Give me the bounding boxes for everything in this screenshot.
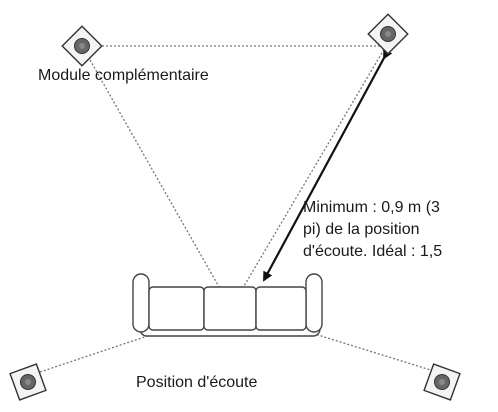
- couch-seat-left: [148, 286, 205, 331]
- couch-seat-middle: [203, 286, 257, 331]
- speaker-icon: [423, 363, 461, 401]
- speaker-icon: [61, 25, 103, 67]
- couch-icon: [132, 273, 323, 337]
- module-label: Module complémentaire: [38, 67, 209, 84]
- distance-annotation: Minimum : 0,9 m (3 pi) de la position d'…: [303, 197, 498, 263]
- listening-position-label: Position d'écoute: [136, 374, 258, 391]
- distance-line-2: pi) de la position: [303, 221, 420, 238]
- speaker-icon: [367, 13, 409, 55]
- distance-double-arrow: [263, 48, 393, 282]
- couch-seat-right: [255, 286, 307, 331]
- couch-right-arm: [305, 273, 323, 333]
- distance-line-1: Minimum : 0,9 m (3: [303, 199, 440, 216]
- couch-left-arm: [132, 273, 150, 333]
- speaker-icon: [9, 363, 47, 401]
- right-front-to-listener-line: [230, 45, 387, 309]
- distance-line-3: d'écoute. Idéal : 1,5: [303, 243, 443, 260]
- left-rear-to-listener-line: [39, 307, 232, 373]
